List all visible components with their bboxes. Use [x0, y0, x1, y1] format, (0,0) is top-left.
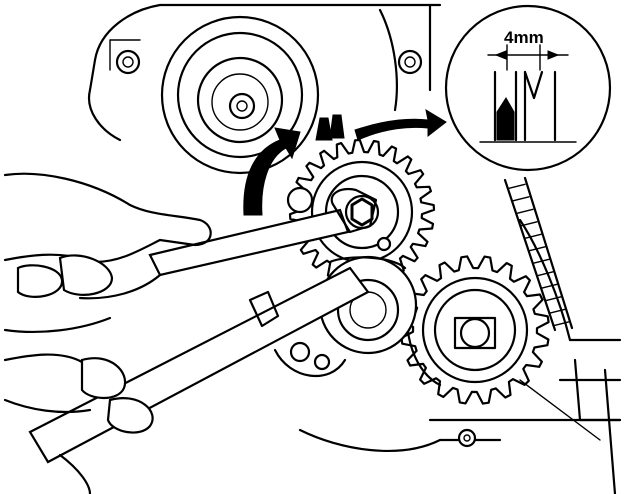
- timing-mark-callout: [444, 4, 612, 172]
- housing-bolt-left: [115, 49, 141, 75]
- gap-dimension-label: 4mm: [504, 28, 544, 47]
- housing-bolt-right: [397, 49, 423, 75]
- upper-gear-fragment: [315, 114, 345, 141]
- left-hand: [3, 172, 212, 334]
- wrench-upper: [148, 187, 378, 277]
- housing-bolt-bottom: [457, 428, 477, 448]
- timing-belt: [503, 176, 574, 332]
- rotation-arrow: [243, 127, 301, 216]
- crankshaft-sprocket: [400, 255, 550, 405]
- engine-housing: [87, 3, 622, 494]
- right-hand: [3, 353, 154, 494]
- water-pump-pulley: [160, 15, 320, 175]
- callout-pointer-arrow: [354, 108, 447, 141]
